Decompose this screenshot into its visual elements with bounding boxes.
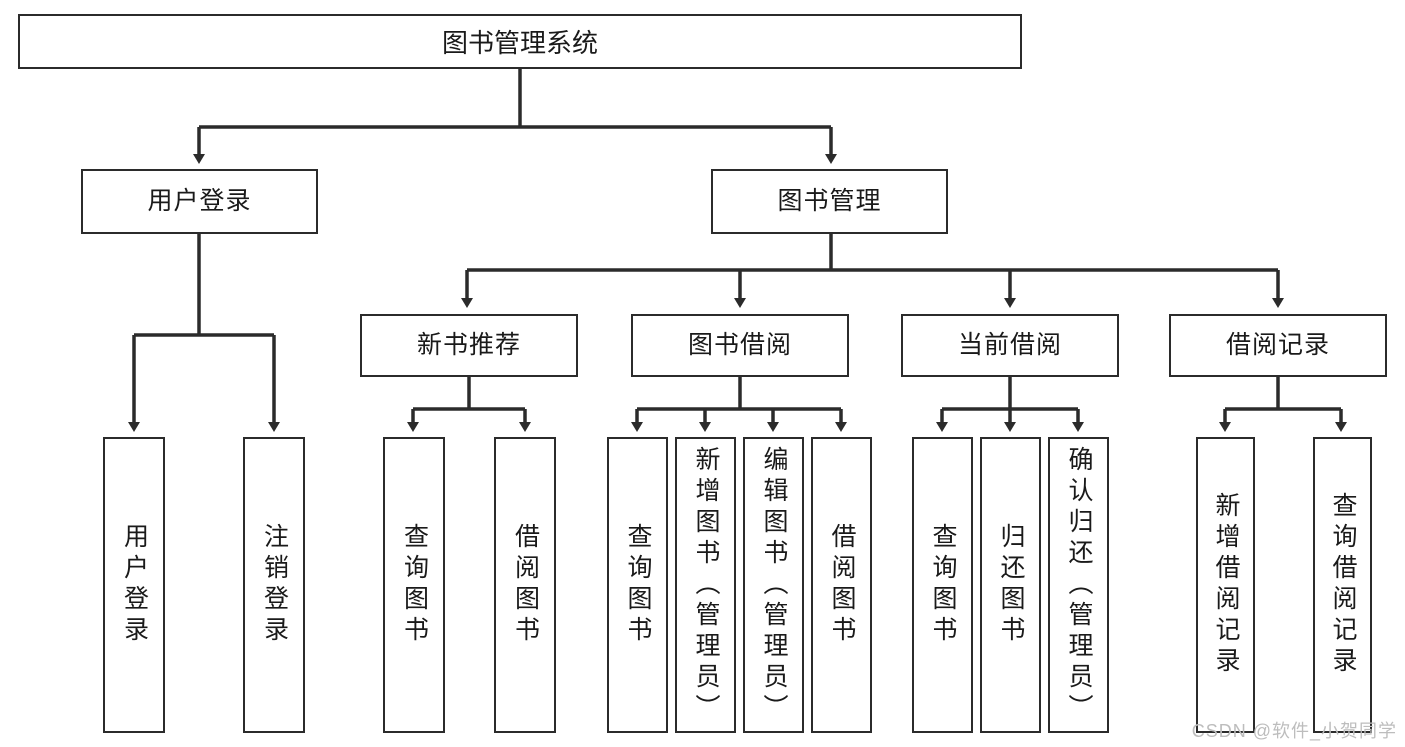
node-user-login[interactable]: 用户登录 <box>81 169 318 234</box>
node-label: 编辑图书（管理员） <box>760 445 788 725</box>
leaf-borrow-add-book-admin[interactable]: 新增图书（管理员） <box>675 437 736 733</box>
node-root-system[interactable]: 图书管理系统 <box>18 14 1022 69</box>
node-label: 归还图书 <box>997 523 1025 647</box>
node-label: 当前借阅 <box>957 330 1062 359</box>
leaf-current-confirm-return-admin[interactable]: 确认归还（管理员） <box>1048 437 1109 733</box>
leaf-record-add-record[interactable]: 新增借阅记录 <box>1196 437 1255 733</box>
node-label: 图书管理系统 <box>441 28 598 58</box>
node-label: 查询图书 <box>929 523 957 647</box>
node-new-book-recommend[interactable]: 新书推荐 <box>360 314 578 377</box>
leaf-user-login[interactable]: 用户登录 <box>103 437 165 733</box>
node-borrow-record[interactable]: 借阅记录 <box>1169 314 1387 377</box>
node-label: 新增图书（管理员） <box>692 445 720 725</box>
leaf-newbook-borrow-book[interactable]: 借阅图书 <box>494 437 556 733</box>
node-label: 借阅记录 <box>1225 330 1330 359</box>
leaf-current-return-book[interactable]: 归还图书 <box>980 437 1041 733</box>
node-label: 查询借阅记录 <box>1329 492 1357 678</box>
watermark: CSDN @软件_小贺同学 <box>1191 721 1397 741</box>
node-label: 借阅图书 <box>511 523 540 647</box>
leaf-record-query-record[interactable]: 查询借阅记录 <box>1313 437 1372 733</box>
node-book-borrow[interactable]: 图书借阅 <box>631 314 849 377</box>
node-label: 查询图书 <box>624 523 652 647</box>
leaf-newbook-query-book[interactable]: 查询图书 <box>383 437 445 733</box>
node-label: 借阅图书 <box>828 523 856 647</box>
node-book-management[interactable]: 图书管理 <box>711 169 948 234</box>
node-label: 图书借阅 <box>687 330 792 359</box>
node-label: 新增借阅记录 <box>1212 492 1240 678</box>
leaf-borrow-edit-book-admin[interactable]: 编辑图书（管理员） <box>743 437 804 733</box>
node-current-borrow[interactable]: 当前借阅 <box>901 314 1119 377</box>
node-label: 查询图书 <box>400 523 429 647</box>
node-label: 确认归还（管理员） <box>1065 445 1093 725</box>
leaf-user-logout[interactable]: 注销登录 <box>243 437 305 733</box>
leaf-borrow-borrow-book[interactable]: 借阅图书 <box>811 437 872 733</box>
leaf-borrow-query-book[interactable]: 查询图书 <box>607 437 668 733</box>
node-label: 新书推荐 <box>416 330 521 359</box>
node-label: 用户登录 <box>120 523 149 647</box>
node-label: 注销登录 <box>260 523 289 647</box>
leaf-current-query-book[interactable]: 查询图书 <box>912 437 973 733</box>
node-label: 用户登录 <box>147 186 252 215</box>
node-label: 图书管理 <box>777 186 882 215</box>
